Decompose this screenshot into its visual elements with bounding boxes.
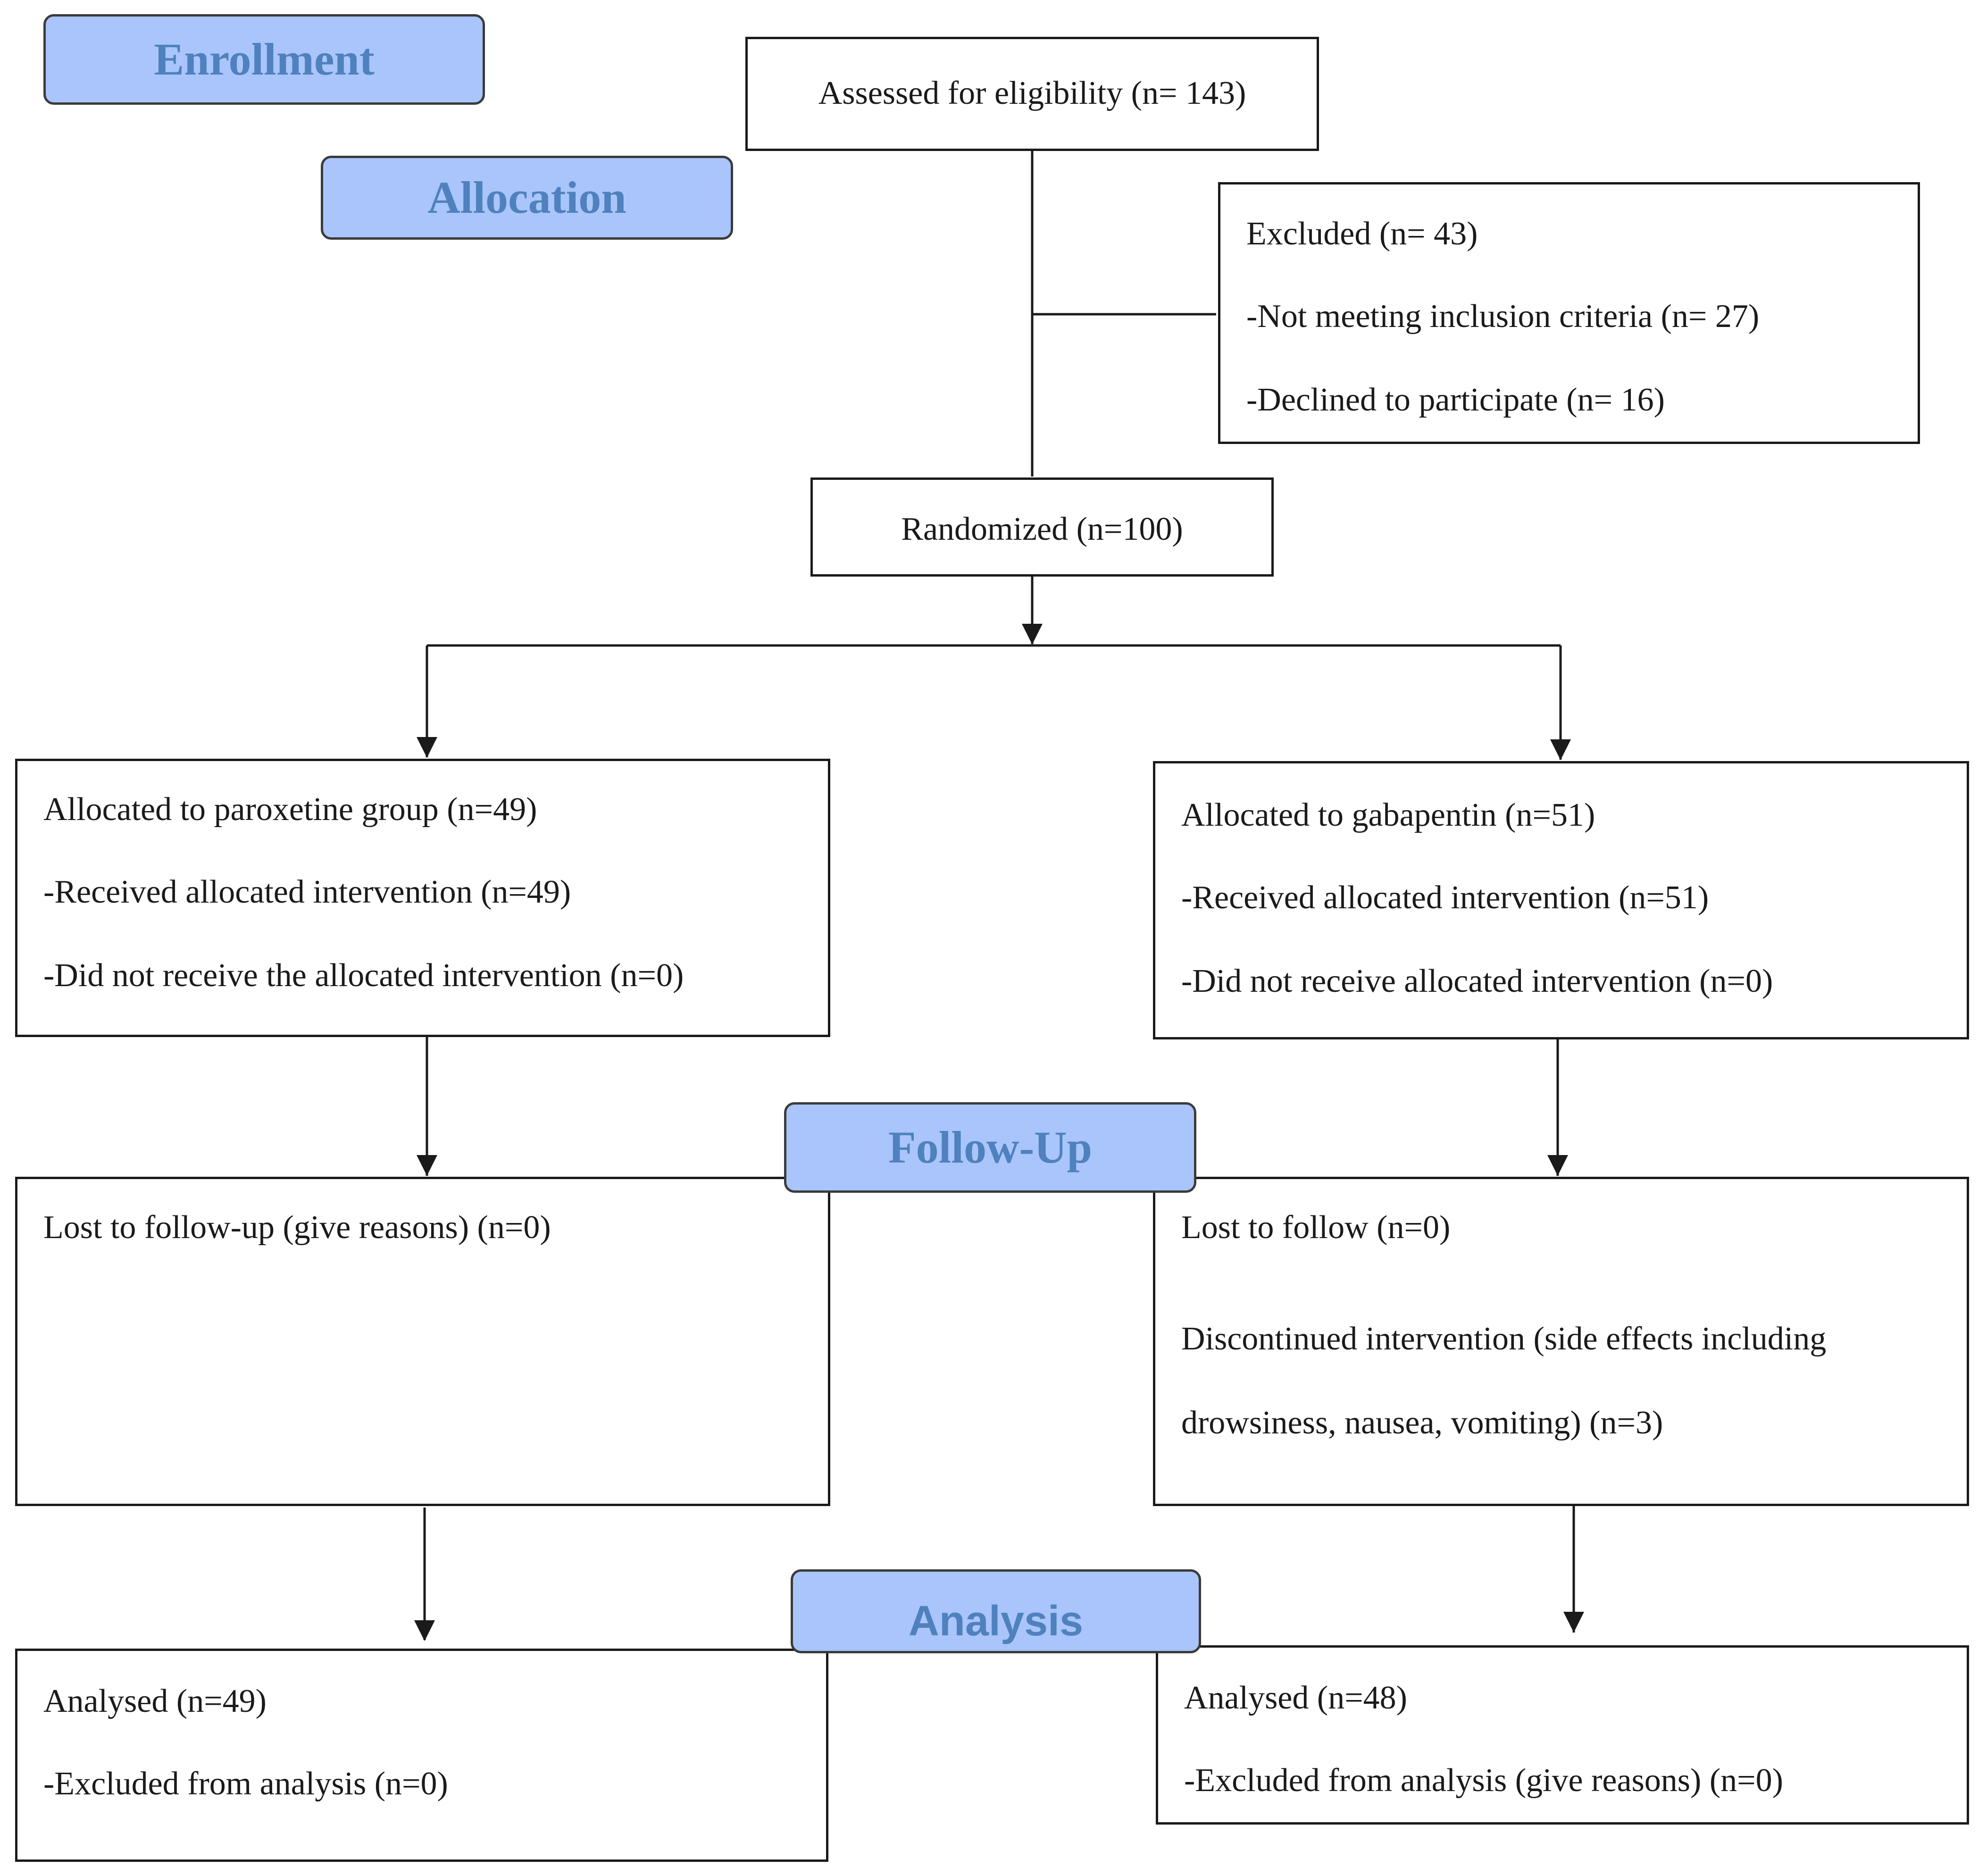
stage-label-enrollment: Enrollment	[43, 14, 485, 105]
randomized-box: Randomized (n=100)	[810, 477, 1274, 577]
stage-label-analysis: Analysis	[791, 1569, 1201, 1653]
followup-right-box: Lost to follow (n=0) Discontinued interv…	[1153, 1177, 1969, 1506]
stage-label-follow-up: Follow-Up	[784, 1102, 1196, 1193]
allocation-left-box: Allocated to paroxetine group (n=49) -Re…	[15, 759, 830, 1037]
arrowhead-alloc-left	[417, 737, 437, 758]
randomized-text: Randomized (n=100)	[901, 511, 1183, 547]
arrowhead-randomized	[1022, 624, 1043, 645]
arrowhead-analysis-right	[1563, 1612, 1584, 1633]
excluded-title: Excluded (n= 43)	[1246, 216, 1478, 252]
analysis-right-item: -Excluded from analysis (give reasons) (…	[1184, 1762, 1783, 1799]
allocation-right-box: Allocated to gabapentin (n=51) -Received…	[1153, 761, 1969, 1039]
allocation-left-item: -Did not receive the allocated intervent…	[43, 957, 684, 994]
followup-right-line: drowsiness, nausea, vomiting) (n=3)	[1181, 1405, 1663, 1441]
allocation-right-item: -Did not receive allocated intervention …	[1181, 963, 1773, 999]
allocation-left-title: Allocated to paroxetine group (n=49)	[43, 791, 537, 828]
followup-right-line: Lost to follow (n=0)	[1181, 1209, 1451, 1246]
assessed-text: Assessed for eligibility (n= 143)	[818, 75, 1246, 111]
followup-left-box: Lost to follow-up (give reasons) (n=0)	[15, 1177, 830, 1506]
arrowhead-alloc-right	[1550, 739, 1571, 760]
analysis-left-item: -Excluded from analysis (n=0)	[43, 1766, 448, 1802]
arrowhead-followup-left	[417, 1155, 437, 1176]
arrowhead-analysis-left	[414, 1620, 435, 1641]
followup-left-text: Lost to follow-up (give reasons) (n=0)	[43, 1209, 551, 1246]
allocation-right-title: Allocated to gabapentin (n=51)	[1181, 797, 1595, 833]
excluded-item: -Not meeting inclusion criteria (n= 27)	[1246, 298, 1760, 335]
followup-right-line: Discontinued intervention (side effects …	[1181, 1321, 1827, 1357]
stage-label-allocation: Allocation	[321, 156, 733, 240]
assessed-box: Assessed for eligibility (n= 143)	[745, 37, 1319, 151]
arrowhead-followup-right	[1547, 1155, 1568, 1176]
excluded-item: -Declined to participate (n= 16)	[1246, 382, 1665, 418]
analysis-right-box: Analysed (n=48) -Excluded from analysis …	[1156, 1645, 1969, 1825]
analysis-left-title: Analysed (n=49)	[43, 1683, 267, 1719]
allocation-left-item: -Received allocated intervention (n=49)	[43, 874, 571, 910]
analysis-left-box: Analysed (n=49) -Excluded from analysis …	[15, 1649, 828, 1862]
excluded-box: Excluded (n= 43) -Not meeting inclusion …	[1218, 182, 1920, 444]
allocation-right-item: -Received allocated intervention (n=51)	[1181, 879, 1709, 916]
analysis-right-title: Analysed (n=48)	[1184, 1680, 1407, 1716]
